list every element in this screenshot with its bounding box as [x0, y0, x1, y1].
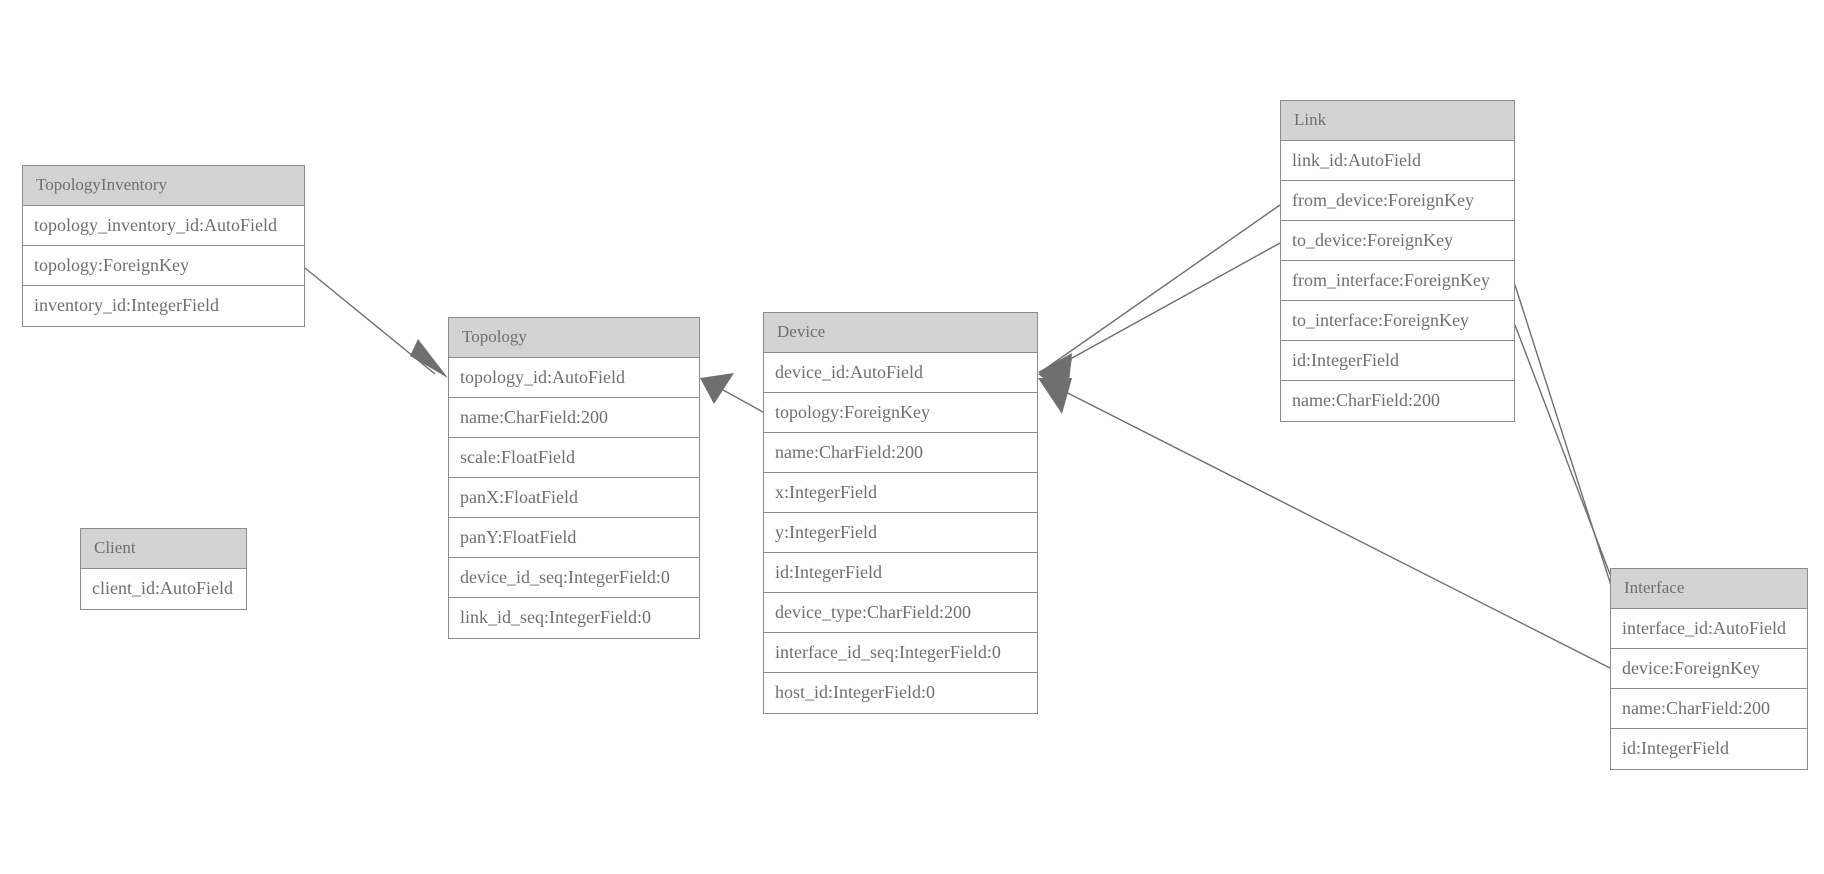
- relationship-line: [304, 267, 436, 375]
- entity-field-row: scale:FloatField: [449, 438, 699, 478]
- entity-field-row: id:IntegerField: [764, 553, 1037, 593]
- entity-field-row: to_interface:ForeignKey: [1281, 301, 1514, 341]
- relationship-line: [704, 379, 764, 413]
- relationship-link-from-device: [1038, 204, 1281, 392]
- relationship-line: [1045, 381, 1611, 669]
- entity-field-row: x:IntegerField: [764, 473, 1037, 513]
- entity-field-row: device:ForeignKey: [1611, 649, 1807, 689]
- entity-field-row: id:IntegerField: [1281, 341, 1514, 381]
- entity-field-row: link_id_seq:IntegerField:0: [449, 598, 699, 638]
- relationship-arrowhead: [1038, 358, 1072, 396]
- relationship-line: [1514, 324, 1622, 604]
- entity-title-device: Device: [764, 313, 1037, 353]
- entity-field-row: panX:FloatField: [449, 478, 699, 518]
- entity-field-row: interface_id:AutoField: [1611, 609, 1807, 649]
- entity-title-topology-inventory: TopologyInventory: [23, 166, 304, 206]
- entity-field-row: id:IntegerField: [1611, 729, 1807, 769]
- relationship-line: [1044, 204, 1281, 370]
- entity-field-row: name:CharField:200: [764, 433, 1037, 473]
- entity-field-row: device_id:AutoField: [764, 353, 1037, 393]
- relationship-link-to-device: [1038, 242, 1281, 396]
- entity-field-row: device_type:CharField:200: [764, 593, 1037, 633]
- relationship-topologyinventory-topology: [304, 267, 448, 378]
- relationship-arrowhead: [700, 373, 734, 404]
- relationship-arrowhead: [1038, 353, 1072, 392]
- entity-title-topology: Topology: [449, 318, 699, 358]
- entity-field-row: client_id:AutoField: [81, 569, 246, 609]
- entity-field-row: panY:FloatField: [449, 518, 699, 558]
- entity-field-row: host_id:IntegerField:0: [764, 673, 1037, 713]
- entity-title-client: Client: [81, 529, 246, 569]
- entity-field-row: topology_inventory_id:AutoField: [23, 206, 304, 246]
- entity-field-row: y:IntegerField: [764, 513, 1037, 553]
- relationship-line: [1514, 284, 1617, 602]
- entity-field-row: interface_id_seq:IntegerField:0: [764, 633, 1037, 673]
- entity-field-row: link_id:AutoField: [1281, 141, 1514, 181]
- entity-title-interface: Interface: [1611, 569, 1807, 609]
- entity-field-row: name:CharField:200: [1281, 381, 1514, 421]
- entity-field-row: from_device:ForeignKey: [1281, 181, 1514, 221]
- relationship-device-topology: [700, 373, 764, 413]
- relationship-arrowhead: [410, 339, 448, 378]
- relationship-line: [1044, 242, 1281, 374]
- entity-field-row: name:CharField:200: [449, 398, 699, 438]
- relationship-arrowhead: [1038, 378, 1072, 414]
- entity-field-row: device_id_seq:IntegerField:0: [449, 558, 699, 598]
- entity-field-row: topology_id:AutoField: [449, 358, 699, 398]
- entity-field-row: topology:ForeignKey: [23, 246, 304, 286]
- entity-field-row: to_device:ForeignKey: [1281, 221, 1514, 261]
- entity-field-row: name:CharField:200: [1611, 689, 1807, 729]
- entity-title-link: Link: [1281, 101, 1514, 141]
- entity-field-row: inventory_id:IntegerField: [23, 286, 304, 326]
- entity-field-row: topology:ForeignKey: [764, 393, 1037, 433]
- entity-field-row: from_interface:ForeignKey: [1281, 261, 1514, 301]
